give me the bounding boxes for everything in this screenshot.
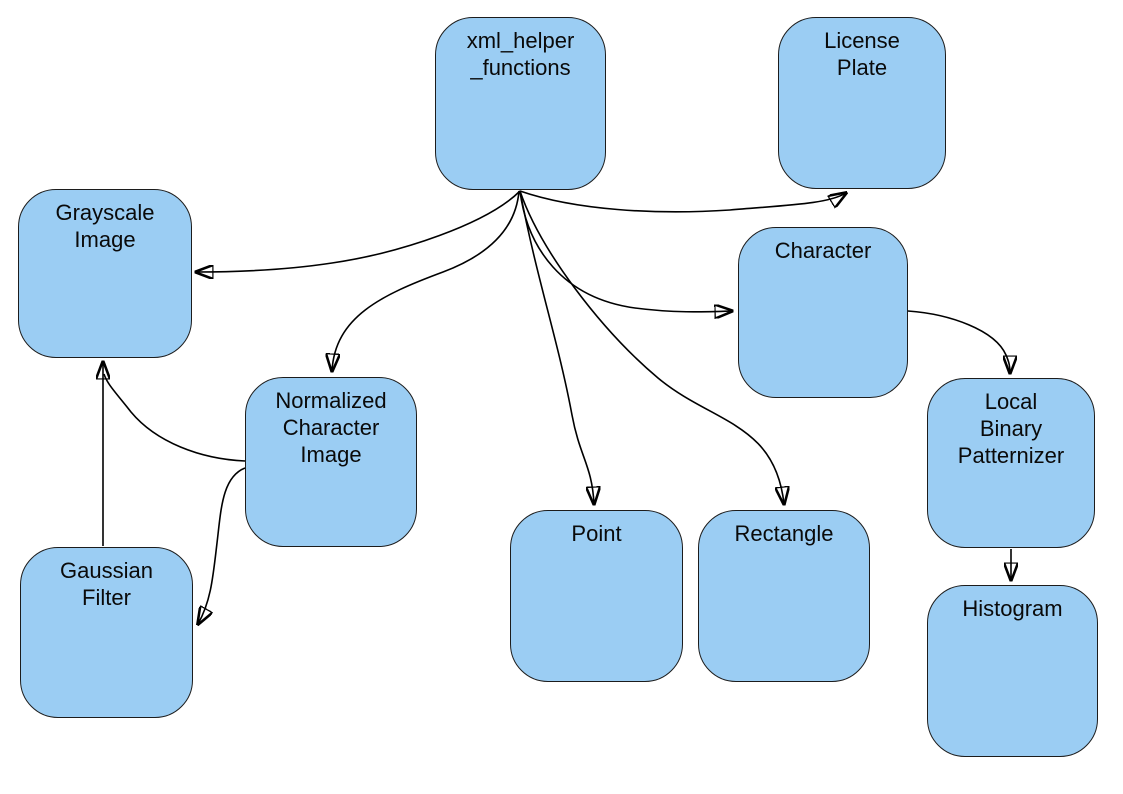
node-gaussian-filter[interactable]: Gaussian Filter — [20, 547, 193, 718]
node-label-line: Histogram — [962, 596, 1063, 621]
node-label-line: Character — [282, 415, 380, 440]
node-label-line: Character — [774, 238, 872, 263]
node-label-line: License — [824, 28, 900, 53]
node-label-line: Normalized — [275, 388, 387, 413]
node-xml-helper-functions[interactable]: xml_helper _functions — [435, 17, 606, 190]
node-label-line: Image — [74, 227, 136, 252]
node-local-binary-patternizer[interactable]: Local Binary Patternizer — [927, 378, 1095, 548]
edge-xml-helper-functions-to-normalized-character-image — [332, 190, 520, 371]
node-license-plate[interactable]: License Plate — [778, 17, 946, 189]
edge-character-to-local-binary-patternizer — [907, 310, 1010, 373]
node-label-line: Binary — [979, 416, 1043, 441]
node-label-line: Filter — [82, 585, 131, 610]
node-label-line: Plate — [836, 55, 888, 80]
edge-xml-helper-functions-to-grayscale-image — [196, 190, 521, 272]
edge-xml-helper-functions-to-license-plate — [519, 190, 846, 213]
node-label-line: _functions — [470, 55, 571, 80]
node-point[interactable]: Point — [510, 510, 683, 682]
node-label-line: xml_helper — [466, 28, 575, 53]
node-character[interactable]: Character — [738, 227, 908, 398]
node-label-line: Image — [300, 442, 362, 467]
edge-xml-helper-functions-to-character — [519, 190, 732, 312]
edge-xml-helper-functions-to-point — [519, 190, 594, 504]
node-grayscale-image[interactable]: Grayscale Image — [18, 189, 192, 358]
node-label-line: Grayscale — [55, 200, 155, 225]
node-label-line: Local — [984, 389, 1038, 414]
node-label-line: Point — [571, 521, 622, 546]
node-label-line: Gaussian — [60, 558, 153, 583]
edge-normalized-character-image-to-grayscale-image — [103, 373, 246, 462]
node-label-line: Rectangle — [734, 521, 834, 546]
edge-xml-helper-functions-to-rectangle — [519, 190, 784, 504]
node-label-line: Patternizer — [957, 443, 1065, 468]
edge-normalized-character-image-to-gaussian-filter — [198, 467, 246, 624]
node-normalized-character-image[interactable]: Normalized Character Image — [245, 377, 417, 547]
node-histogram[interactable]: Histogram — [927, 585, 1098, 757]
node-rectangle[interactable]: Rectangle — [698, 510, 870, 682]
